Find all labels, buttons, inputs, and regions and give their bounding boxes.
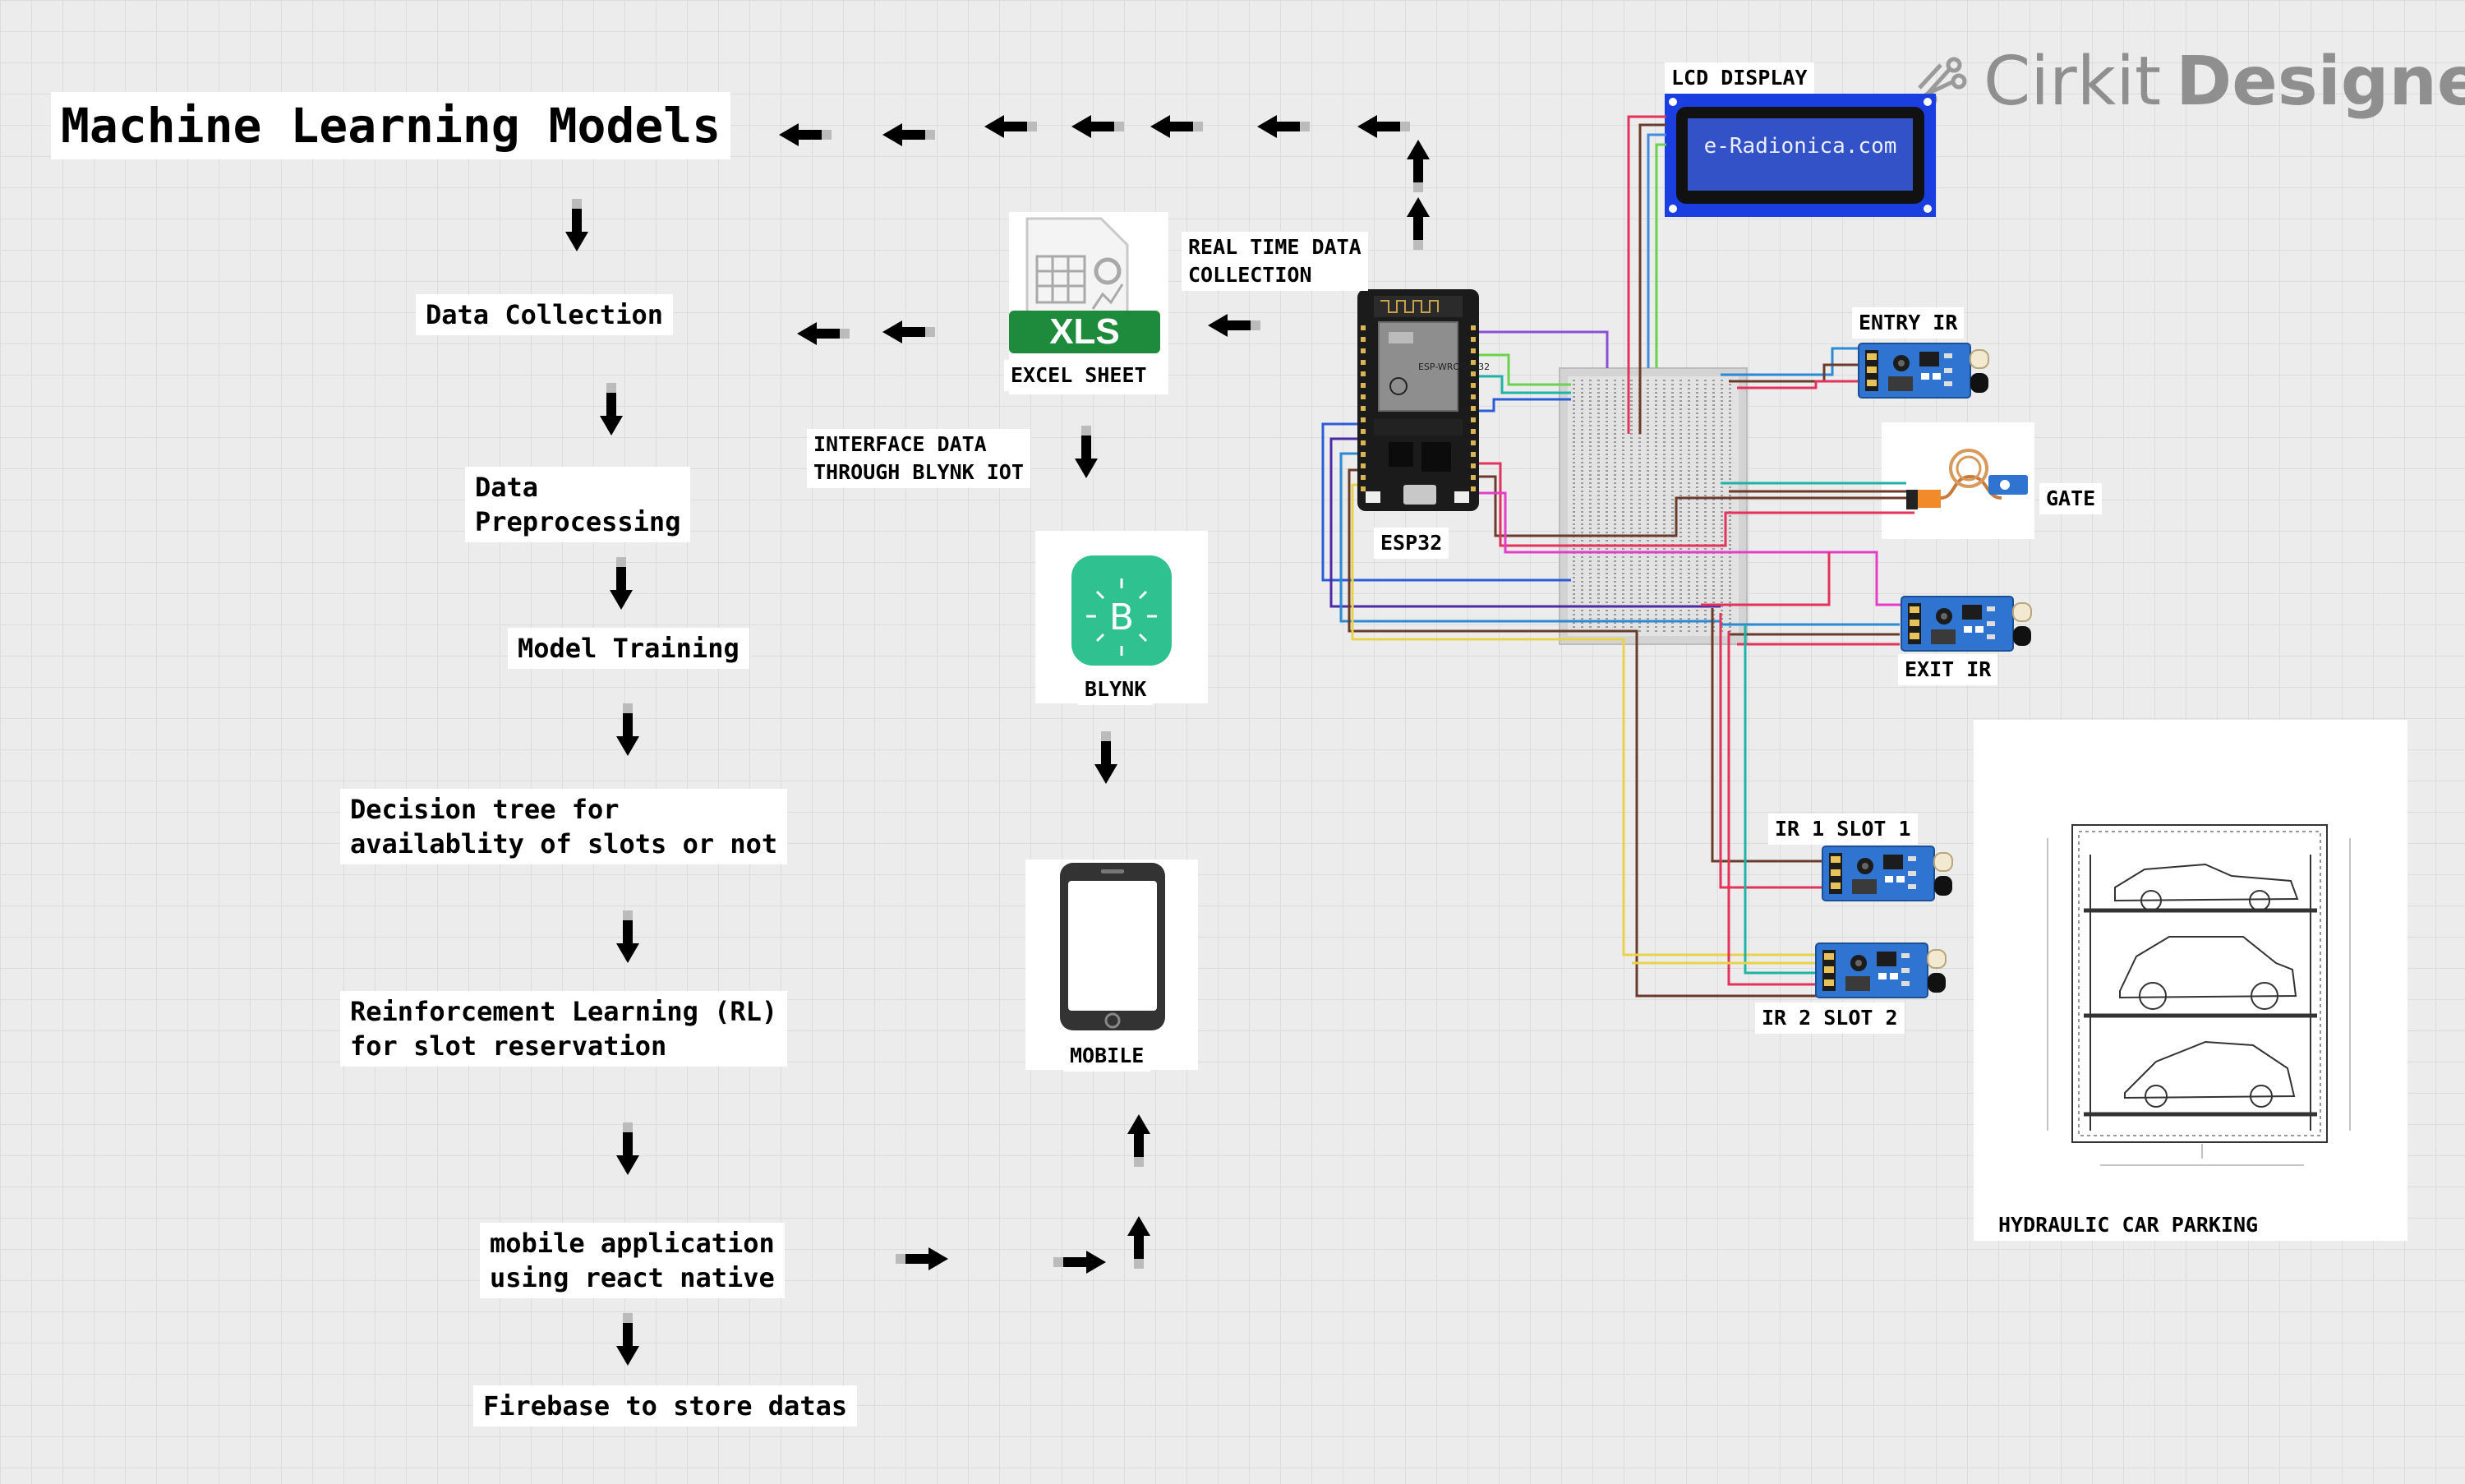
esp32-board: ESP-WROOM-32 bbox=[1357, 289, 1490, 511]
label-mobile: MOBILE bbox=[1063, 1040, 1151, 1072]
flow-arrow bbox=[610, 557, 633, 610]
flow-arrow bbox=[896, 1247, 948, 1270]
step-decision-tree: Decision tree for availablity of slots o… bbox=[340, 789, 788, 864]
flow-arrow bbox=[565, 199, 588, 251]
flow-arrow bbox=[1257, 115, 1310, 138]
mobile-phone-icon bbox=[1060, 863, 1165, 1030]
label-realtime-collection: REAL TIME DATA COLLECTION bbox=[1182, 232, 1368, 291]
step-mobile-application: mobile application using react native bbox=[480, 1223, 785, 1298]
flow-arrow bbox=[616, 1313, 639, 1366]
lcd-text: e-Radionica.com bbox=[1704, 134, 1897, 159]
flow-arrow bbox=[616, 1122, 639, 1175]
flow-arrow bbox=[616, 703, 639, 756]
flow-arrow bbox=[1150, 115, 1203, 138]
flow-arrow bbox=[882, 320, 935, 343]
label-lcd-display: LCD DISPLAY bbox=[1665, 62, 1814, 94]
breadboard bbox=[1559, 367, 1748, 645]
parking-card bbox=[1974, 720, 2407, 1241]
blynk-letter: B bbox=[1109, 597, 1134, 638]
excel-sheet-icon: XLS bbox=[1009, 217, 1160, 353]
brand-name-bold: Designer bbox=[2176, 43, 2465, 121]
step-reinforcement-learning: Reinforcement Learning (RL) for slot res… bbox=[340, 991, 788, 1067]
ir-slot2-sensor bbox=[1815, 942, 1947, 998]
flow-arrow bbox=[1357, 115, 1410, 138]
servo-gate bbox=[1906, 449, 2028, 509]
flow-arrow bbox=[797, 322, 850, 345]
lcd-display: e-Radionica.com bbox=[1665, 94, 1936, 217]
flow-arrow bbox=[1075, 426, 1098, 478]
label-blynk: BLYNK bbox=[1078, 674, 1154, 705]
label-entry-ir: ENTRY IR bbox=[1852, 307, 1965, 339]
step-model-training: Model Training bbox=[508, 628, 749, 669]
label-ir2-slot2: IR 2 SLOT 2 bbox=[1755, 1002, 1905, 1034]
ir-slot1-sensor bbox=[1822, 846, 1953, 901]
step-data-preprocessing: Data Preprocessing bbox=[465, 467, 691, 542]
flow-arrow bbox=[616, 910, 639, 963]
flow-arrow bbox=[600, 383, 623, 436]
page-title: Machine Learning Models bbox=[51, 92, 731, 159]
flow-arrow bbox=[1053, 1251, 1106, 1274]
label-exit-ir: EXIT IR bbox=[1898, 654, 1998, 685]
flow-arrow bbox=[882, 123, 935, 146]
label-esp32: ESP32 bbox=[1374, 528, 1449, 559]
flow-arrow bbox=[1407, 140, 1430, 192]
flow-arrow bbox=[1127, 1114, 1150, 1167]
step-data-collection: Data Collection bbox=[416, 294, 673, 335]
cirkit-designer-logo: Cirkit Designer bbox=[1911, 43, 2465, 121]
label-excel-sheet: EXCEL SHEET bbox=[1004, 360, 1154, 391]
svg-text:ESP-WROOM-32: ESP-WROOM-32 bbox=[1418, 362, 1490, 372]
flow-arrow bbox=[1407, 197, 1430, 250]
exit-ir-sensor bbox=[1901, 596, 2032, 652]
flow-arrow bbox=[779, 123, 832, 146]
flow-arrow bbox=[1094, 731, 1117, 784]
flow-arrow bbox=[1208, 314, 1260, 337]
flow-arrow bbox=[1127, 1216, 1150, 1269]
hydraulic-parking-drawing bbox=[2047, 824, 2351, 1166]
step-firebase: Firebase to store datas bbox=[473, 1385, 858, 1426]
xls-text: XLS bbox=[1049, 311, 1120, 352]
wires bbox=[1321, 115, 1914, 998]
label-gate: GATE bbox=[2039, 483, 2103, 514]
label-interface-data: INTERFACE DATA THROUGH BLYNK IOT bbox=[807, 429, 1030, 488]
entry-ir-sensor bbox=[1858, 343, 1989, 399]
label-hydraulic-parking: HYDRAULIC CAR PARKING bbox=[1992, 1210, 2265, 1241]
blynk-logo: B bbox=[1071, 555, 1172, 666]
flow-arrow bbox=[1071, 115, 1124, 138]
label-ir1-slot1: IR 1 SLOT 1 bbox=[1768, 813, 1918, 845]
flow-arrow bbox=[984, 115, 1037, 138]
brand-name-light: Cirkit bbox=[1984, 43, 2162, 121]
